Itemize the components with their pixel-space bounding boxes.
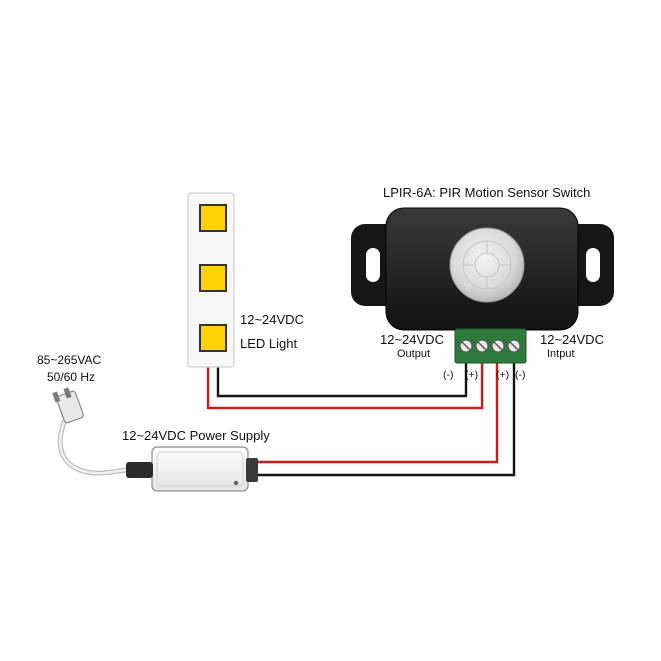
- polarity-input-negative: (-): [515, 369, 526, 381]
- terminal-block: [454, 328, 527, 364]
- mains-voltage-label: 85~265VAC: [37, 353, 102, 367]
- input-voltage-label: 12~24VDC: [540, 332, 604, 347]
- polarity-output-positive: (+): [465, 369, 479, 381]
- output-label: Output: [397, 348, 431, 360]
- wire-psu-positive: [249, 362, 499, 464]
- mains-frequency-label: 50/60 Hz: [47, 370, 96, 384]
- polarity-output-negative: (-): [443, 369, 454, 381]
- pir-sensor: [351, 207, 614, 364]
- output-voltage-label: 12~24VDC: [380, 332, 444, 347]
- power-supply: [126, 446, 258, 492]
- mounting-slot: [586, 248, 600, 282]
- led-chip: [199, 204, 227, 232]
- led-chip: [199, 324, 227, 352]
- wire-led-positive: [206, 362, 484, 410]
- wiring: [57, 362, 516, 477]
- wire-psu-negative: [249, 362, 516, 477]
- wire-led-negative: [216, 362, 468, 398]
- sensor-title: LPIR-6A: PIR Motion Sensor Switch: [383, 185, 591, 200]
- polarity-input-positive: (+): [496, 369, 510, 381]
- led-light-label: LED Light: [240, 336, 298, 351]
- input-label: Intput: [547, 348, 575, 360]
- mounting-slot: [366, 248, 380, 282]
- mains-plug: [52, 387, 84, 424]
- led-chip: [199, 264, 227, 292]
- led-strip: [187, 192, 235, 368]
- pir-lens: [449, 227, 525, 303]
- power-supply-label: 12~24VDC Power Supply: [122, 428, 270, 443]
- led-voltage-label: 12~24VDC: [240, 312, 304, 327]
